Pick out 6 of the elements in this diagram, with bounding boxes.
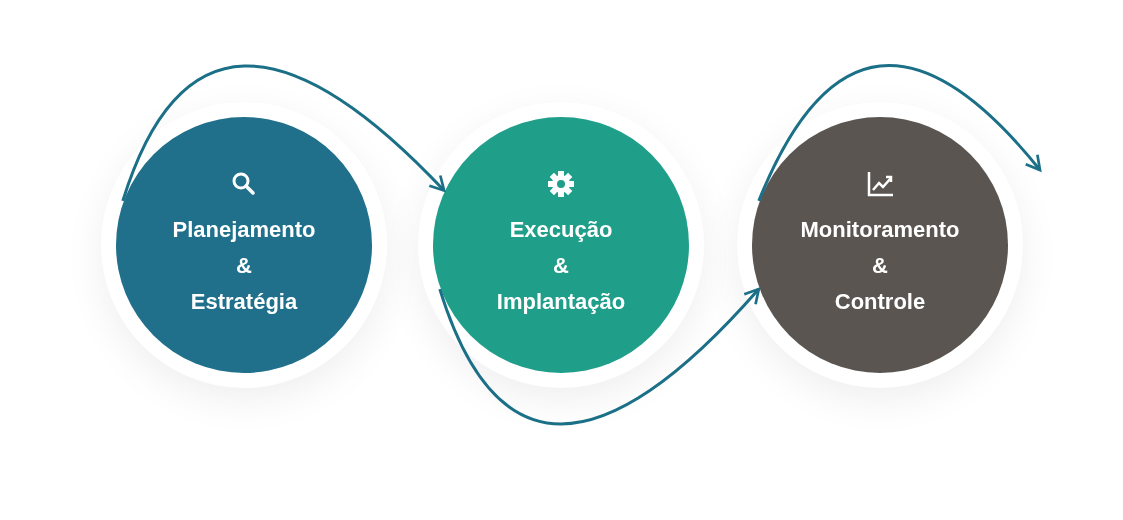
curved-arrow xyxy=(121,64,446,202)
node-label: Planejamento & Estratégia xyxy=(172,216,316,316)
curved-arrow xyxy=(438,287,761,426)
node-label: Execução & Implantação xyxy=(496,216,626,316)
curved-arrow xyxy=(757,64,1042,202)
node-label: Monitoramento & Controle xyxy=(800,216,960,316)
